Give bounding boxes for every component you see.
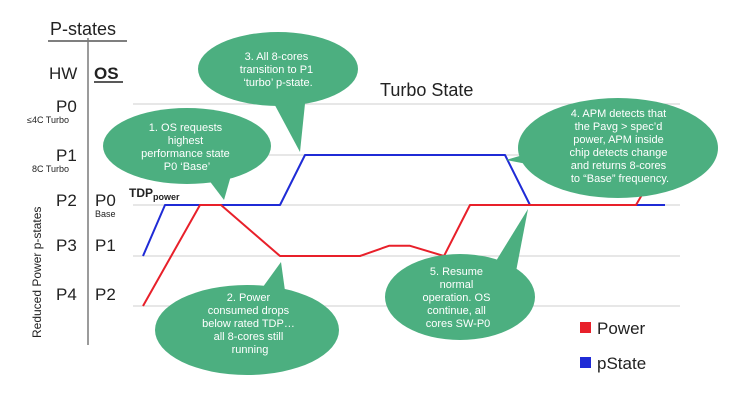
callout-1: 1. OS requests highest performance state… [103,108,271,200]
os-level-p0: P0 [95,191,116,210]
legend-pstate-label: pState [597,354,646,373]
turbo-state-label: Turbo State [380,80,473,100]
callout-5: 5. Resume normal operation. OS continue,… [385,209,535,340]
callout-4-text: 4. APM detects that the Pavg > spec’d po… [570,108,671,185]
tdp-label: TDPpower [129,186,180,202]
legend-power-swatch [580,322,591,333]
hw-level-p1-sub: 8C Turbo [32,164,69,174]
hw-column-label: HW [49,64,77,83]
callout-5-text: 5. Resume normal operation. OS continue,… [423,266,494,330]
os-level-p0-sub: Base [95,209,116,219]
y-axis-label: Reduced Power p-states [30,207,44,338]
callout-1-text: 1. OS requests highest performance state… [141,122,233,173]
hw-level-p2: P2 [56,191,77,210]
header-title: P-states [50,19,116,39]
legend-power-label: Power [597,319,646,338]
legend-pstate-swatch [580,357,591,368]
hw-level-p3: P3 [56,236,77,255]
callout-4: 4. APM detects that the Pavg > spec’d po… [506,98,718,198]
callout-2: 2. Power consumed drops below rated TDP…… [155,262,339,375]
os-column-label: OS [94,64,119,83]
series-layer [142,154,666,307]
hw-level-p0: P0 [56,97,77,116]
callout-2-text: 2. Power consumed drops below rated TDP…… [202,292,298,356]
power-series-line [142,154,666,307]
hw-level-p0-sub: ≤4C Turbo [27,115,69,125]
hw-level-p4: P4 [56,285,77,304]
callout-3-text: 3. All 8-cores transition to P1 ‘turbo’ … [240,51,316,89]
callout-3: 3. All 8-cores transition to P1 ‘turbo’ … [198,32,358,152]
hw-level-p1: P1 [56,146,77,165]
os-level-p2: P2 [95,285,116,304]
os-level-p1: P1 [95,236,116,255]
